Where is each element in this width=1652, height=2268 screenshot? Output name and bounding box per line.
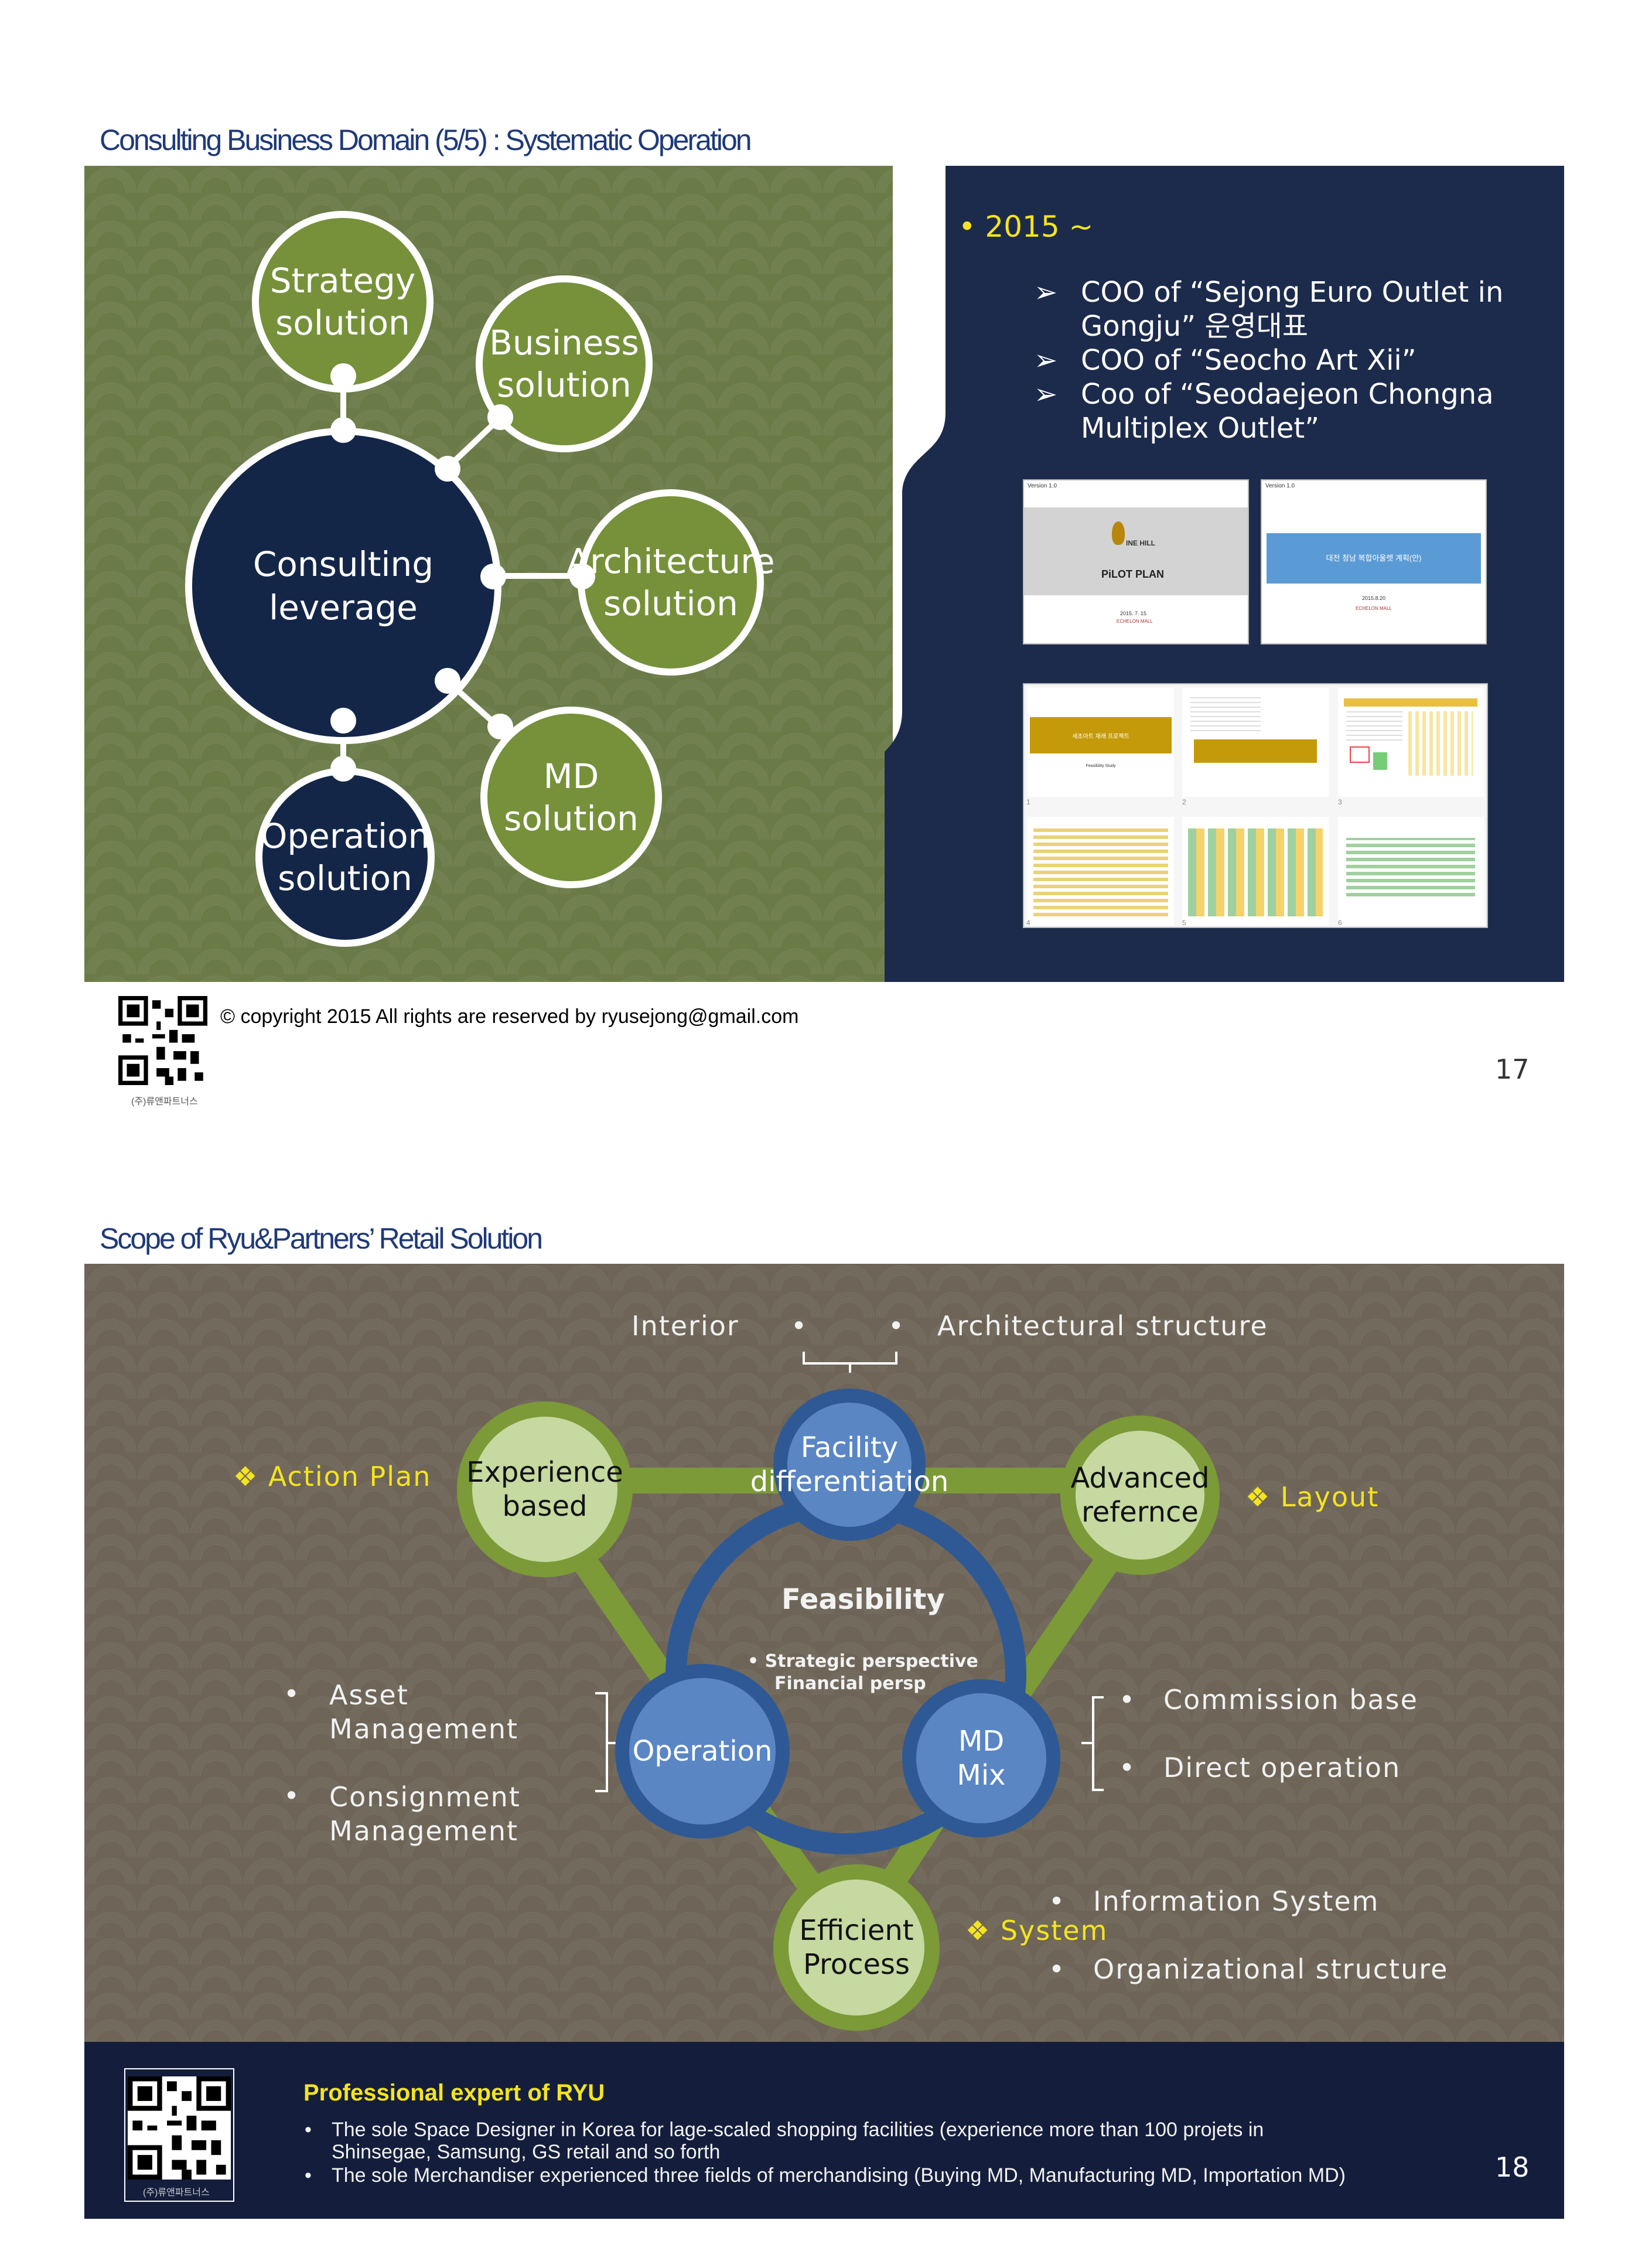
right-item: Direct operation	[1163, 1752, 1401, 1783]
bullet: •	[888, 1310, 906, 1342]
qr-frame	[124, 2068, 234, 2202]
page-number: 17	[1495, 1053, 1530, 1085]
page-number: 18	[1495, 2151, 1530, 2183]
connector-dot	[487, 714, 513, 739]
daejeon-plan-thumbnail: Version 1.0 대전 청남 복합아울렛 계획(안) 2015.8.20 …	[1261, 479, 1487, 644]
operation-node: Operation	[615, 1664, 790, 1839]
slide18-footer	[84, 2042, 1564, 2219]
qr-code-icon	[128, 2076, 231, 2180]
system-label: ❖ System	[965, 1915, 1108, 1946]
feasibility-item: Financial perspective	[774, 1673, 926, 1694]
feasibility-label: Feasibility	[781, 1583, 945, 1616]
bullet: •	[1119, 1752, 1136, 1783]
connector-dot	[480, 564, 506, 589]
action-plan-label: ❖ Action Plan	[233, 1461, 432, 1492]
bullet: •	[791, 1310, 808, 1342]
feasibility-slides-thumbnail: 세초아트 재래 프로젝트 Feasibility Study 1 2 3 4 5…	[1023, 683, 1488, 928]
connector-dot	[435, 456, 460, 482]
connector-dot	[487, 404, 513, 430]
connector-dot	[330, 708, 356, 734]
connector-dot	[330, 417, 356, 443]
flame-logo-icon	[1112, 521, 1125, 545]
architectural-structure-label: Architectural structure	[937, 1310, 1268, 1342]
year-label: • 2015 ~	[958, 210, 1094, 244]
slide17-title: Consulting Business Domain (5/5) : Syste…	[100, 124, 752, 156]
bullet: •	[1119, 1684, 1136, 1716]
interior-label: Interior	[632, 1310, 739, 1342]
bullet: •	[1049, 1885, 1066, 1917]
footer-title: Professional expert of RYU	[303, 2080, 605, 2106]
qr-label: (주)류앤파트너스	[143, 2188, 210, 2198]
role-item: ➢ COO of “Seocho Art Xii”	[1034, 344, 1417, 377]
feasibility-item: • Strategic perspective	[748, 1651, 978, 1672]
system-item: Organizational structure	[1093, 1953, 1449, 1985]
bullet: •	[1049, 1953, 1066, 1985]
slide18-title: Scope of Ryu&Partners’ Retail Solution	[100, 1222, 543, 1255]
footer-item: • The sole Space Designer in Korea for l…	[305, 2119, 1264, 2163]
footer-item: • The sole Merchandiser experienced thre…	[305, 2164, 1346, 2187]
connector-dot	[435, 668, 460, 694]
pilot-plan-thumbnail: Version 1.0 INE HILL PiLOT PLAN 2015. 7.…	[1023, 479, 1249, 644]
bullet: •	[284, 1780, 301, 1812]
connector-dot	[330, 756, 356, 782]
connector-dot	[569, 564, 595, 589]
copyright-text: © copyright 2015 All rights are reserved…	[220, 1005, 799, 1028]
qr-code-icon	[118, 996, 207, 1085]
layout-label: ❖ Layout	[1245, 1481, 1380, 1513]
right-item: Commission base	[1163, 1684, 1418, 1716]
connector-dot	[330, 363, 356, 389]
qr-label: (주)류앤파트너스	[131, 1097, 198, 1107]
system-item: Information System	[1093, 1885, 1380, 1917]
bullet: •	[284, 1678, 301, 1710]
